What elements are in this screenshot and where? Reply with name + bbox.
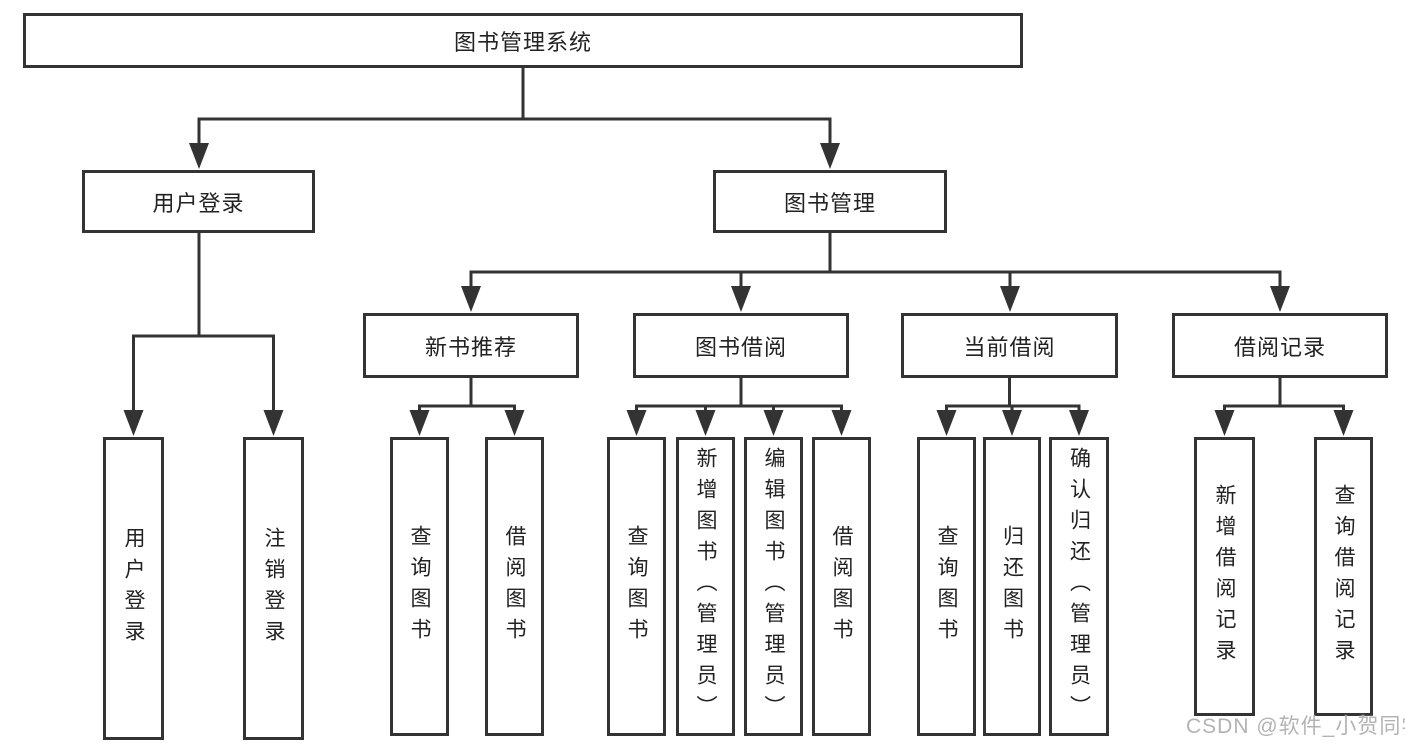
node-current-borrow-label: 当前借阅 xyxy=(963,334,1056,360)
node-root: 图书管理系统 xyxy=(23,13,1023,68)
arrow-bb-edit xyxy=(763,410,784,436)
arrow-to-new-book-recommend xyxy=(461,286,481,312)
csdn-watermark: CSDN @软件_小贺同学 xyxy=(1186,715,1405,738)
leaf-nb-query-books-label: 查询图书 xyxy=(408,524,431,649)
node-book-borrow-label: 图书借阅 xyxy=(694,334,787,360)
leaf-cb-return-book-label: 归还图书 xyxy=(1000,524,1024,649)
leaf-bb-query-books: 查询图书 xyxy=(607,437,666,736)
node-user-login-label: 用户登录 xyxy=(152,190,245,216)
arrowheads xyxy=(123,143,1354,436)
leaf-logout: 注销登录 xyxy=(243,437,304,740)
arrow-to-current-borrow xyxy=(1000,286,1020,312)
leaf-bb-edit-book-admin-label: 编辑图书（管理员） xyxy=(762,447,785,726)
arrow-to-leaf-logout xyxy=(263,410,284,436)
leaf-br-query-record-label: 查询借阅记录 xyxy=(1332,483,1355,670)
leaf-cb-query-books: 查询图书 xyxy=(917,437,976,736)
arrow-br-query xyxy=(1333,410,1354,436)
leaf-br-add-record-label: 新增借阅记录 xyxy=(1213,483,1236,670)
node-new-book-recommend: 新书推荐 xyxy=(363,313,579,378)
arrow-bb-query xyxy=(626,410,647,436)
arrow-br-add xyxy=(1214,410,1235,436)
node-current-borrow: 当前借阅 xyxy=(901,313,1118,378)
leaf-bb-borrow-books-label: 借阅图书 xyxy=(830,524,853,649)
arrow-bb-add xyxy=(695,410,716,436)
leaf-user-login-label: 用户登录 xyxy=(122,526,145,651)
node-borrow-records: 借阅记录 xyxy=(1172,313,1388,378)
node-book-borrow: 图书借阅 xyxy=(633,313,849,378)
leaf-cb-return-book: 归还图书 xyxy=(983,437,1041,736)
leaf-nb-query-books: 查询图书 xyxy=(390,437,449,736)
arrow-to-user-login xyxy=(189,143,209,169)
leaf-cb-confirm-return-admin: 确认归还（管理员） xyxy=(1049,437,1109,736)
leaf-bb-query-books-label: 查询图书 xyxy=(625,524,648,649)
arrow-cb-confirm xyxy=(1069,410,1089,436)
node-book-management-label: 图书管理 xyxy=(783,190,876,216)
arrow-bb-borrow xyxy=(831,410,852,436)
leaf-br-query-record: 查询借阅记录 xyxy=(1314,437,1373,716)
arrow-to-book-borrow xyxy=(731,286,751,312)
node-new-book-recommend-label: 新书推荐 xyxy=(424,334,517,360)
arrow-to-borrow-records xyxy=(1270,286,1290,312)
leaf-bb-add-book-admin-label: 新增图书（管理员） xyxy=(694,447,717,726)
arrow-cb-query xyxy=(936,410,957,436)
arrow-cb-return xyxy=(1002,410,1022,436)
leaf-logout-label: 注销登录 xyxy=(262,526,285,651)
leaf-br-add-record: 新增借阅记录 xyxy=(1194,437,1255,716)
node-user-login: 用户登录 xyxy=(82,170,315,233)
leaf-bb-edit-book-admin: 编辑图书（管理员） xyxy=(744,437,803,736)
arrow-nb-borrow xyxy=(504,410,525,436)
node-borrow-records-label: 借阅记录 xyxy=(1233,334,1326,360)
leaf-bb-add-book-admin: 新增图书（管理员） xyxy=(676,437,735,736)
arrow-to-book-management xyxy=(820,143,840,169)
leaf-bb-borrow-books: 借阅图书 xyxy=(812,437,871,736)
node-root-label: 图书管理系统 xyxy=(453,29,592,55)
leaf-nb-borrow-books: 借阅图书 xyxy=(485,437,544,736)
leaf-cb-confirm-return-admin-label: 确认归还（管理员） xyxy=(1067,447,1091,726)
leaf-nb-borrow-books-label: 借阅图书 xyxy=(503,524,526,649)
arrow-to-leaf-user-login xyxy=(123,410,144,436)
node-book-management: 图书管理 xyxy=(713,170,947,233)
arrow-nb-query xyxy=(409,410,430,436)
leaf-user-login: 用户登录 xyxy=(103,437,164,740)
leaf-cb-query-books-label: 查询图书 xyxy=(935,524,958,649)
tree-edges xyxy=(132,68,1345,412)
